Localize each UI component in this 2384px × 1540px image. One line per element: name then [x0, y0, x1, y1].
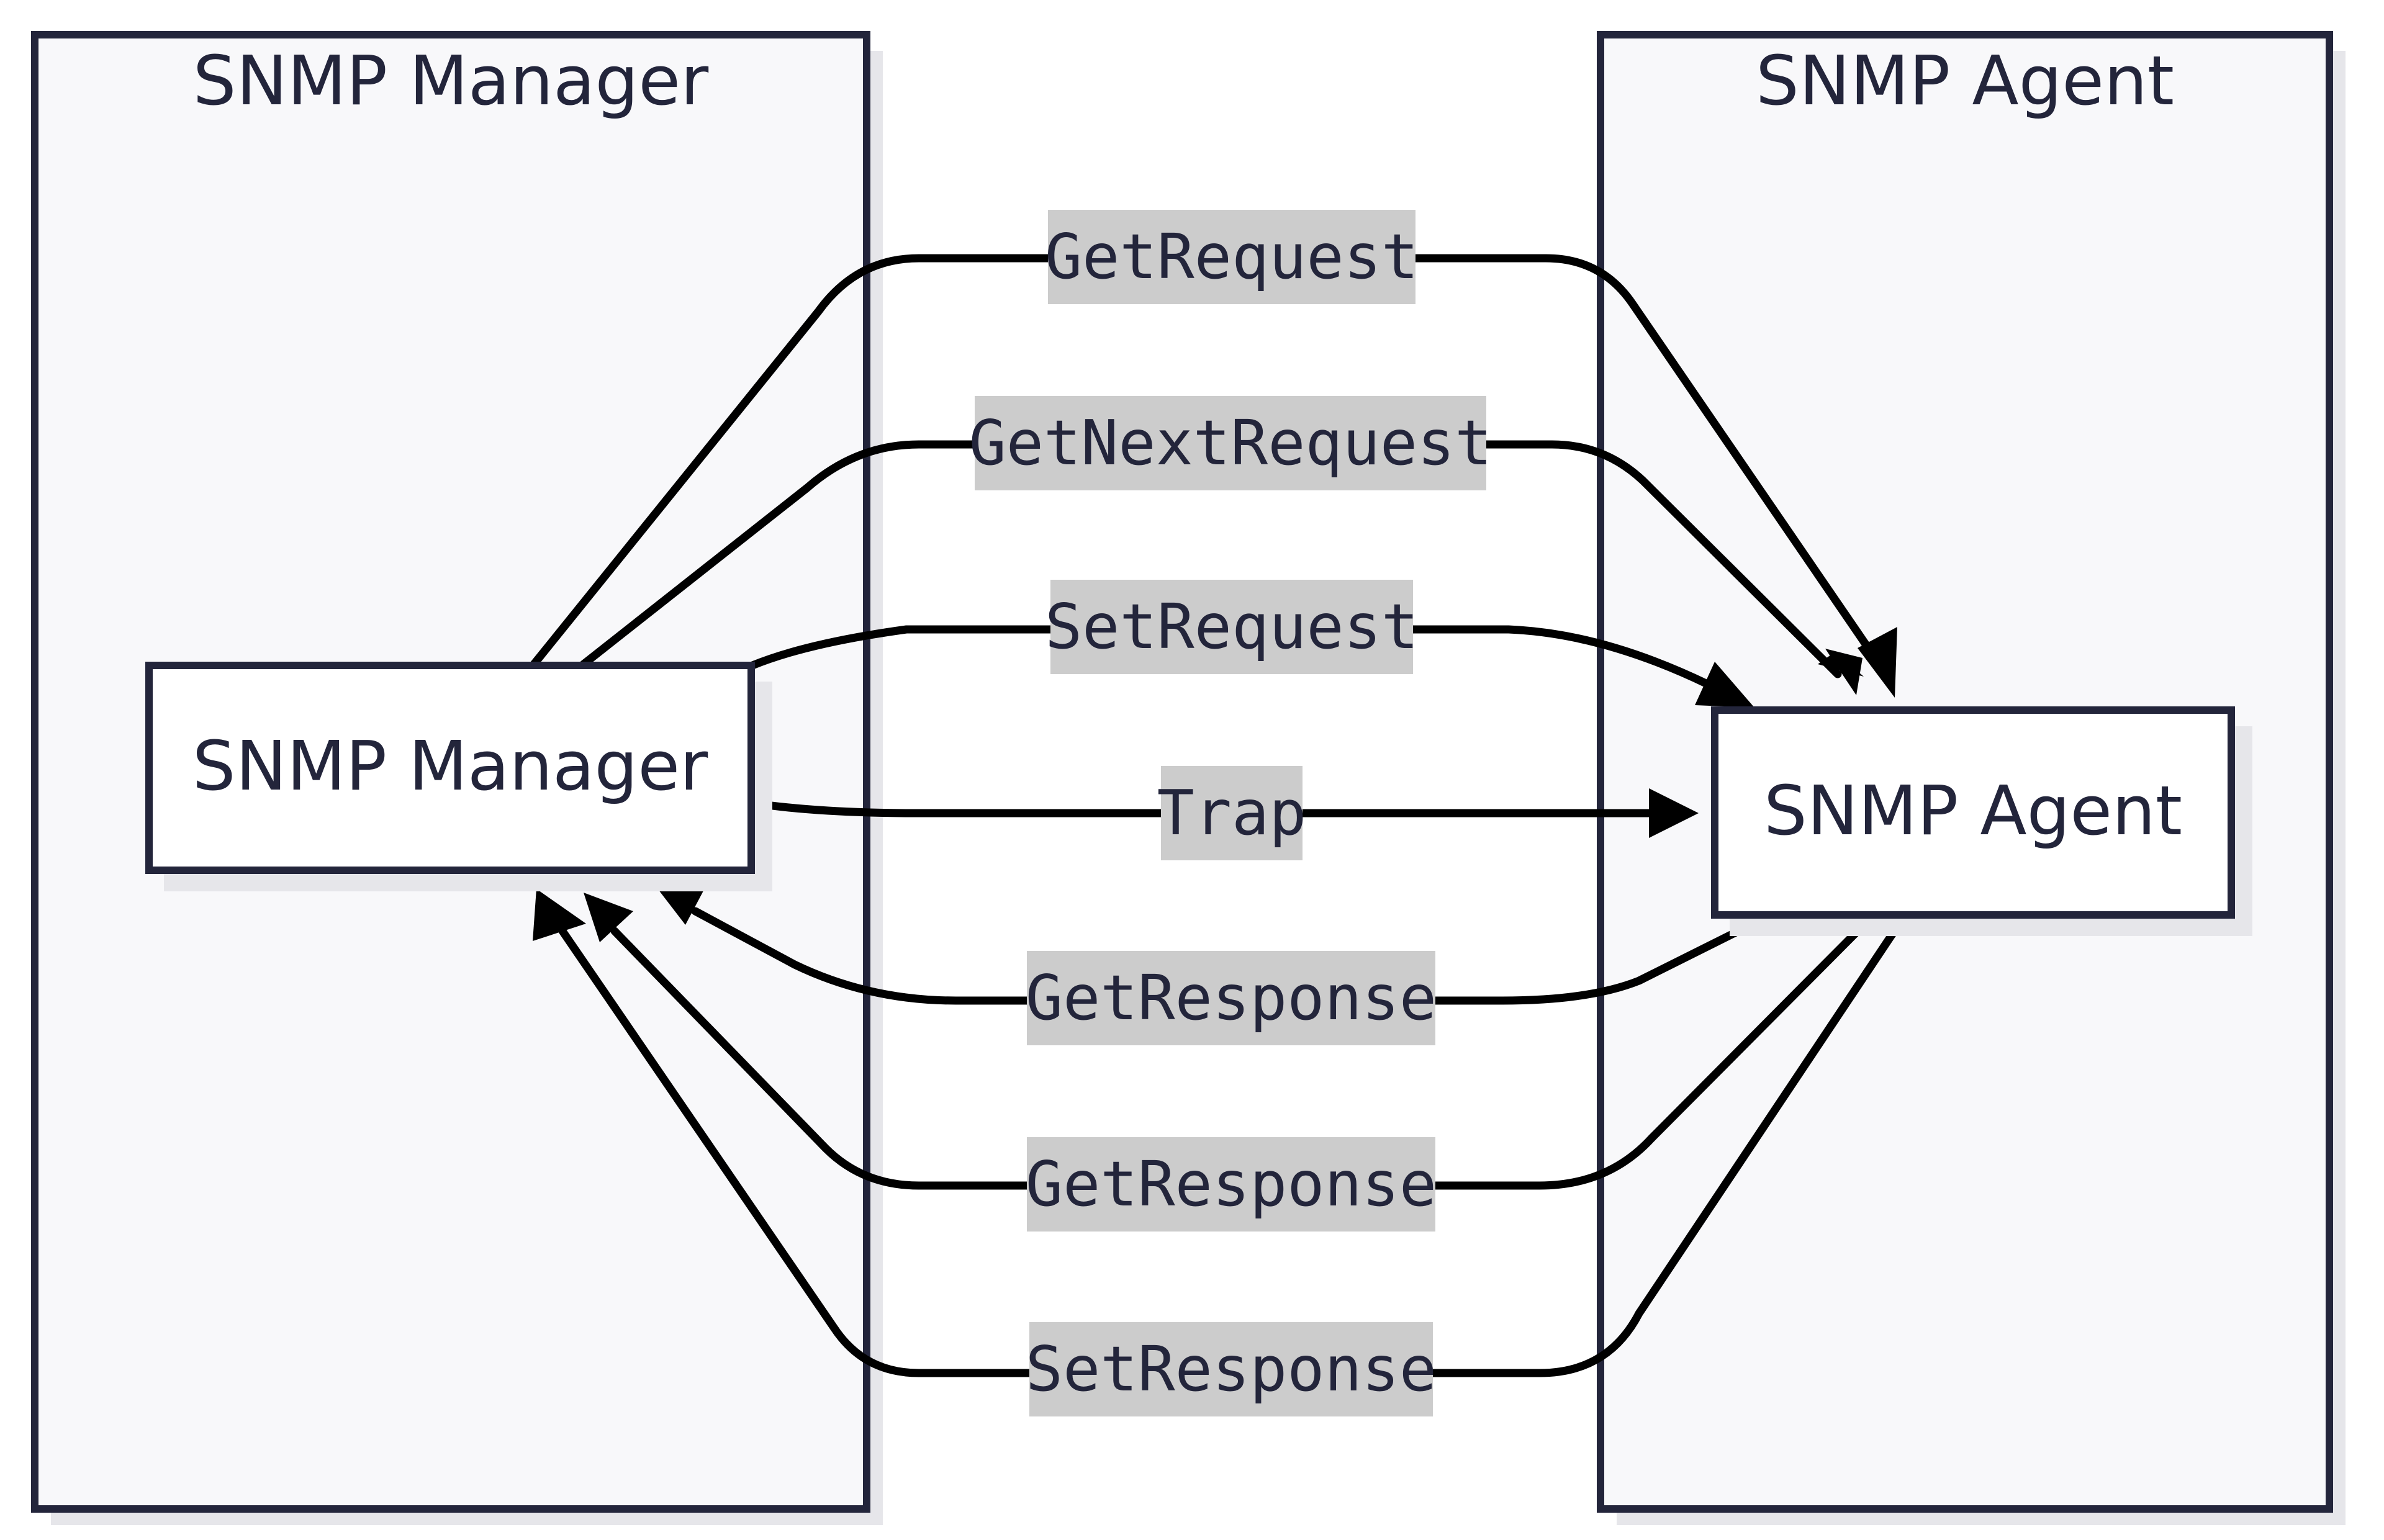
edge-label-getresponse-1: GetResponse	[1026, 951, 1437, 1045]
arrowhead	[1825, 649, 1862, 695]
node-snmp-manager[interactable]: SNMP Manager	[145, 662, 772, 891]
edge-setrequest	[748, 625, 1754, 708]
edge-getresponse-2	[584, 893, 1876, 1190]
edge-trap	[749, 788, 1699, 838]
edge-label-setrequest: SetRequest	[1045, 580, 1419, 674]
edge-label-getrequest: GetRequest	[1045, 210, 1419, 304]
arrowhead	[1695, 662, 1754, 708]
cluster-agent-title: SNMP Agent	[1756, 41, 2174, 120]
svg-text:SetResponse: SetResponse	[1026, 1333, 1437, 1405]
svg-text:GetResponse: GetResponse	[1026, 961, 1437, 1034]
edge-getnextrequest	[579, 440, 1864, 695]
arrowhead	[533, 889, 586, 941]
node-manager-box[interactable]	[145, 662, 755, 874]
edge-label-getnextrequest: GetNextRequest	[969, 396, 1492, 490]
arrowhead	[584, 893, 633, 942]
cluster-manager-title: SNMP Manager	[193, 41, 709, 120]
node-agent-box[interactable]	[1711, 706, 2235, 919]
svg-text:GetNextRequest: GetNextRequest	[969, 407, 1492, 479]
edge-label-trap: Trap	[1157, 766, 1307, 860]
svg-text:Trap: Trap	[1157, 777, 1307, 849]
svg-text:SetRequest: SetRequest	[1045, 590, 1419, 663]
edge-label-setresponse: SetResponse	[1026, 1322, 1437, 1416]
node-agent-label: SNMP Agent	[1764, 771, 2182, 850]
edge-getrequest	[530, 254, 1897, 698]
svg-text:GetResponse: GetResponse	[1026, 1148, 1437, 1220]
edge-label-getresponse-2: GetResponse	[1026, 1137, 1437, 1232]
edge-setresponse	[533, 889, 1908, 1377]
node-snmp-agent[interactable]: SNMP Agent	[1711, 706, 2252, 936]
arrowhead	[1858, 627, 1897, 698]
arrowhead	[1649, 788, 1699, 838]
svg-text:GetRequest: GetRequest	[1045, 220, 1419, 293]
node-manager-label: SNMP Manager	[192, 726, 708, 806]
